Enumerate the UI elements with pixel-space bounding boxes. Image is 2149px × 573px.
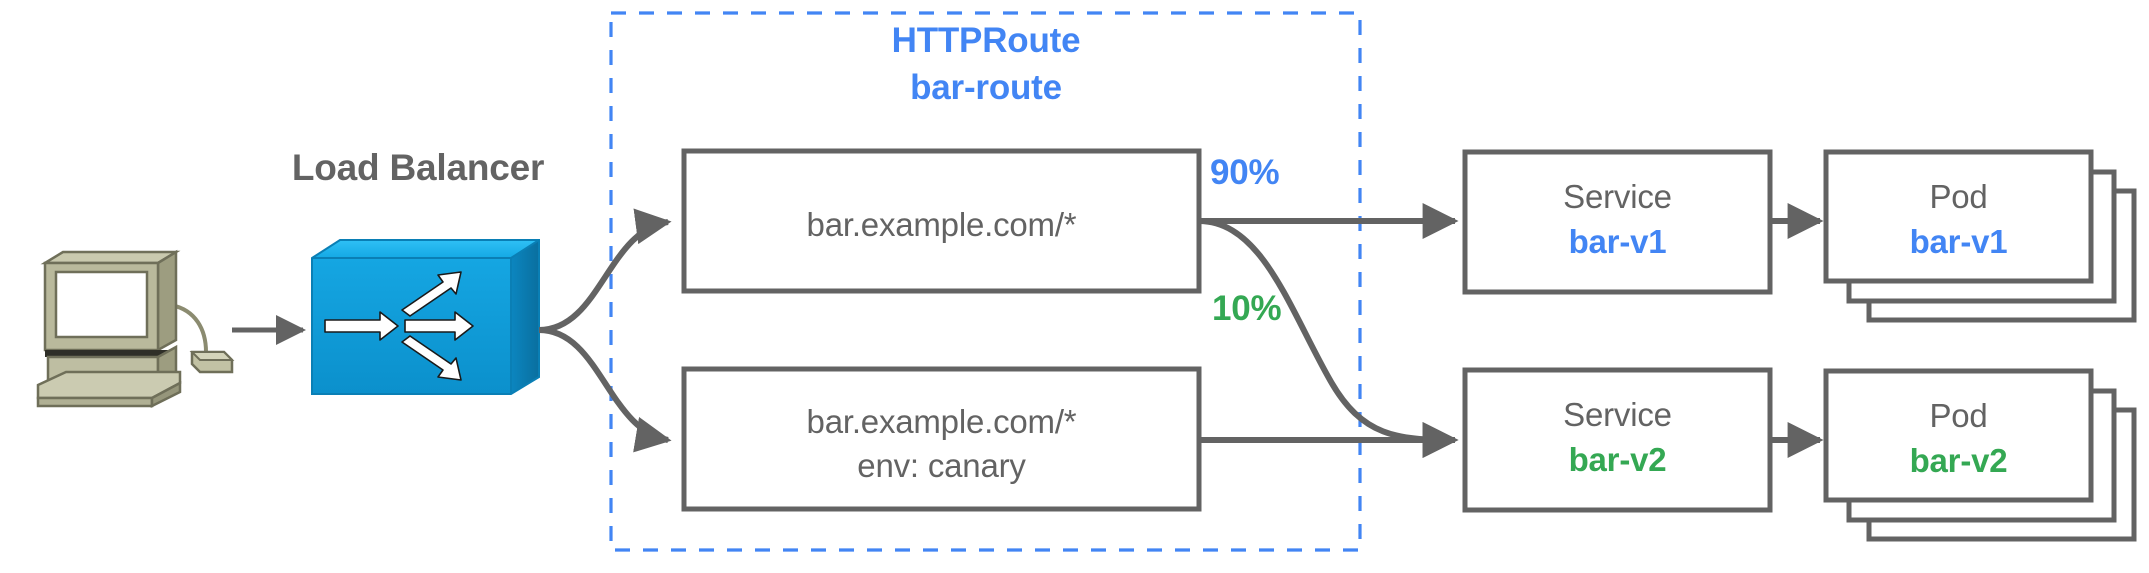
rule-canary-match-label: bar.example.com/* xyxy=(806,403,1077,440)
pod-bar-v1-kind-label: Pod xyxy=(1929,178,1988,215)
rule-primary-match-label: bar.example.com/* xyxy=(806,206,1077,243)
pod-bar-v2-name-label: bar-v2 xyxy=(1909,442,2008,479)
load-balancer-label: Load Balancer xyxy=(291,147,545,188)
weight-90-label: 90% xyxy=(1210,153,1280,192)
weight-10-label: 10% xyxy=(1212,289,1282,328)
pod-bar-v1-stack[interactable] xyxy=(1823,149,2137,323)
httproute-name-label: bar-route xyxy=(910,68,1062,107)
pod-bar-v2-stack[interactable] xyxy=(1823,368,2137,542)
service-bar-v2-kind-label: Service xyxy=(1563,396,1672,433)
service-bar-v1-name-label: bar-v1 xyxy=(1568,223,1667,260)
rule-primary-box[interactable] xyxy=(681,148,1202,294)
weight-10-connector xyxy=(1198,218,1459,458)
lb-to-rule-canary-arrow xyxy=(538,327,672,453)
lb-to-rule-primary-arrow xyxy=(538,208,672,333)
service-bar-v2-name-label: bar-v2 xyxy=(1568,441,1667,478)
httproute-kind-label: HTTPRoute xyxy=(891,21,1081,60)
service-bar-v2-box[interactable] xyxy=(1462,367,1773,513)
rule-canary-box[interactable] xyxy=(681,366,1202,512)
service-bar-v1-kind-label: Service xyxy=(1563,178,1672,215)
pod-bar-v2-kind-label: Pod xyxy=(1929,397,1988,434)
network-switch-icon xyxy=(311,239,540,395)
desktop-computer-icon xyxy=(36,249,235,409)
httproute-boundary xyxy=(609,11,1362,552)
pod-bar-v1-name-label: bar-v1 xyxy=(1909,223,2008,260)
rule-canary-header-label: env: canary xyxy=(857,447,1026,484)
